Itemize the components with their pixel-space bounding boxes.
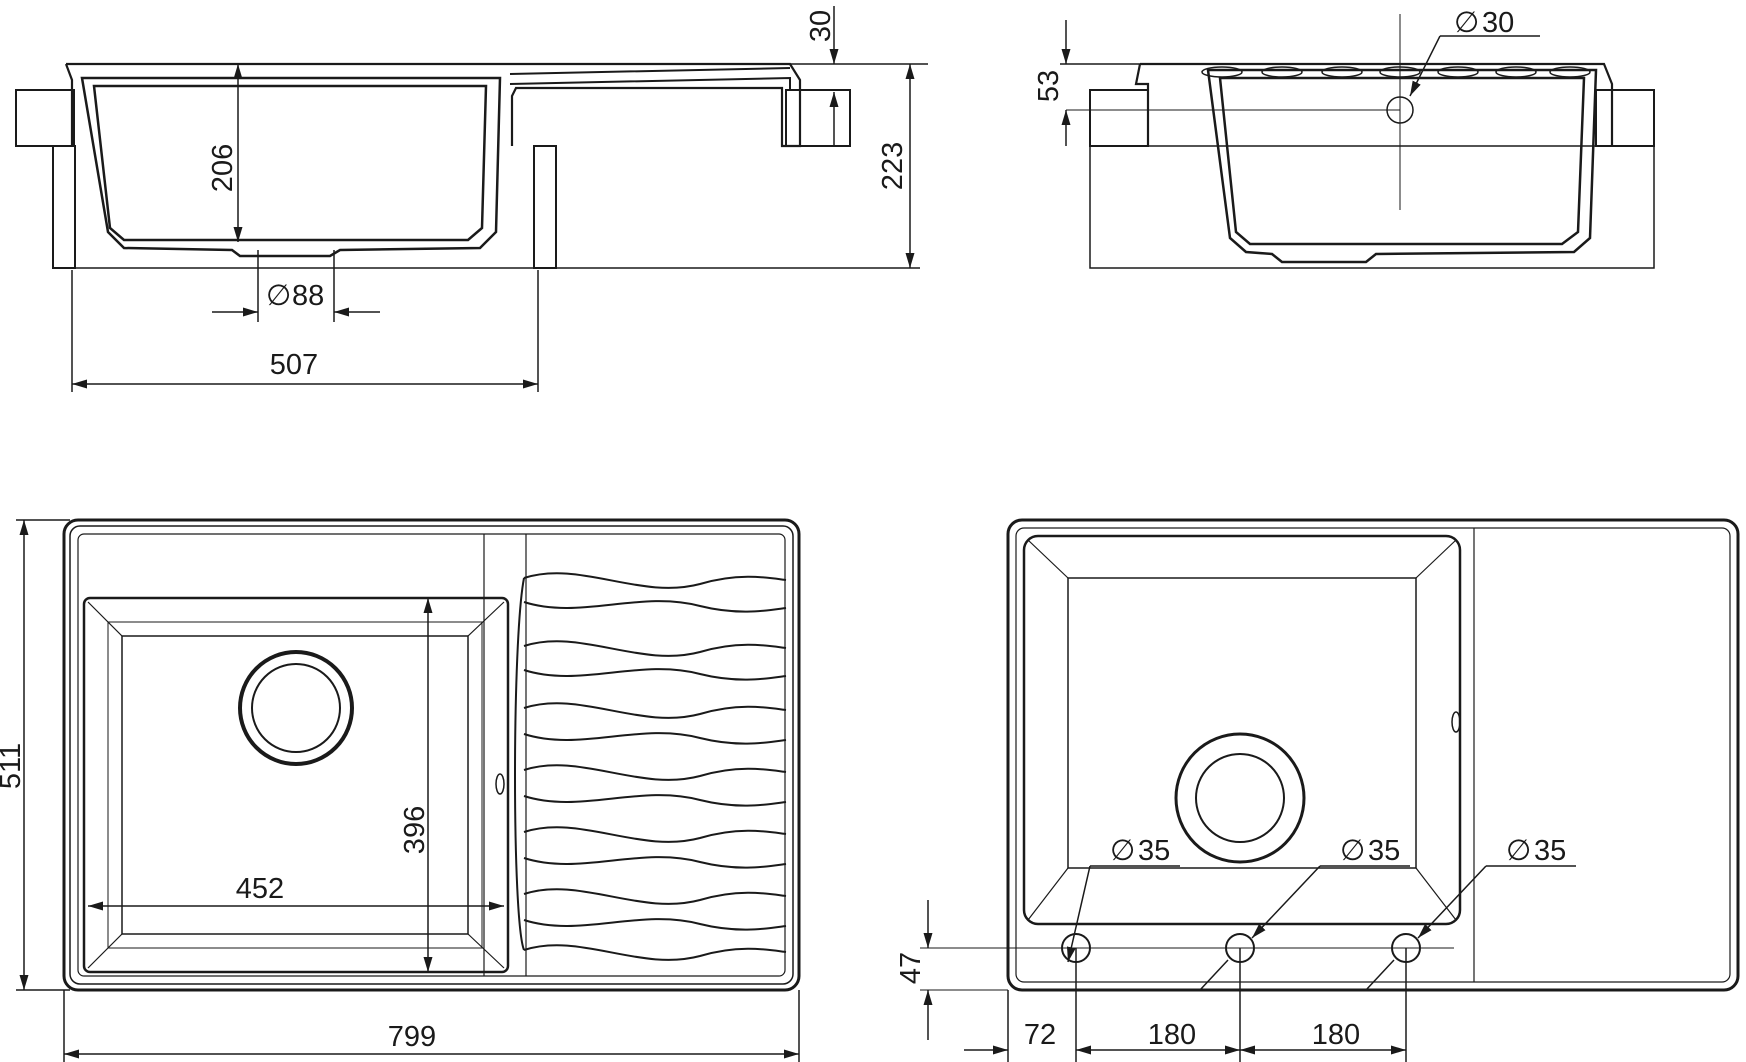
bowl-outer xyxy=(82,596,510,974)
end-section-view: ∅ 30 53 xyxy=(1033,7,1655,269)
sink-outline-bottom xyxy=(1006,518,1740,992)
overflow-slot-bottom xyxy=(1451,711,1461,733)
bottom-view: 47 ∅ 35 ∅ 35 ∅ 35 72 180 180 xyxy=(895,518,1740,1062)
top-view: 511 396 452 799 xyxy=(0,518,801,1062)
sink-rim xyxy=(64,62,802,148)
countertop-left xyxy=(15,89,75,147)
hole-2-diameter-symbol: ∅ xyxy=(1340,835,1365,867)
thickness-53-label: 53 xyxy=(1033,70,1065,102)
drainboard-ribs xyxy=(514,572,787,961)
drain-inner-bottom xyxy=(1195,753,1285,843)
bowl-inner xyxy=(121,635,469,935)
hole-1-label: 35 xyxy=(1138,835,1170,867)
overflow-slot xyxy=(495,773,505,795)
drain-outer xyxy=(238,650,354,766)
bowl-452-label: 452 xyxy=(236,873,284,905)
countertop-left-end xyxy=(1089,89,1149,147)
bowl-396-label: 396 xyxy=(399,806,431,854)
drain-diameter-label: 88 xyxy=(292,280,324,312)
height-223-label: 223 xyxy=(877,142,909,190)
hole-30-label: 30 xyxy=(1482,7,1514,39)
cabinet-wall-mid xyxy=(533,145,557,269)
hole-1-diameter-symbol: ∅ xyxy=(1110,835,1135,867)
diameter-symbol-end: ∅ xyxy=(1454,7,1479,39)
height-511-label: 511 xyxy=(0,743,27,789)
hole-2-label: 35 xyxy=(1368,835,1400,867)
top-30-label: 30 xyxy=(805,10,837,42)
drain-inner xyxy=(251,663,341,753)
width-799-label: 799 xyxy=(388,1021,436,1053)
diameter-symbol: ∅ xyxy=(266,280,291,312)
faucet-hole-row xyxy=(1201,66,1591,78)
width-507-label: 507 xyxy=(270,349,318,381)
cabinet-wall-left xyxy=(52,145,76,269)
bowl-bottom xyxy=(1022,534,1462,926)
hole-3-diameter-symbol: ∅ xyxy=(1506,835,1531,867)
countertop-right xyxy=(785,89,851,147)
end-rim xyxy=(1134,62,1614,146)
drain-outer-bottom xyxy=(1174,732,1306,864)
depth-label: 206 xyxy=(207,144,239,192)
bowl-section xyxy=(80,76,502,258)
sink-outline xyxy=(62,518,801,992)
x-180-label-1: 180 xyxy=(1148,1019,1196,1051)
drainboard-section xyxy=(509,67,791,90)
x-180-label-2: 180 xyxy=(1312,1019,1360,1051)
countertop-right-end xyxy=(1595,89,1655,147)
x-72-label: 72 xyxy=(1024,1019,1056,1051)
hole-3-label: 35 xyxy=(1534,835,1566,867)
end-bowl xyxy=(1206,68,1598,264)
side-section-view: 206 ∅ 88 507 30 223 xyxy=(15,6,928,392)
offset-47-label: 47 xyxy=(895,952,927,984)
cabinet-box xyxy=(1089,145,1655,269)
